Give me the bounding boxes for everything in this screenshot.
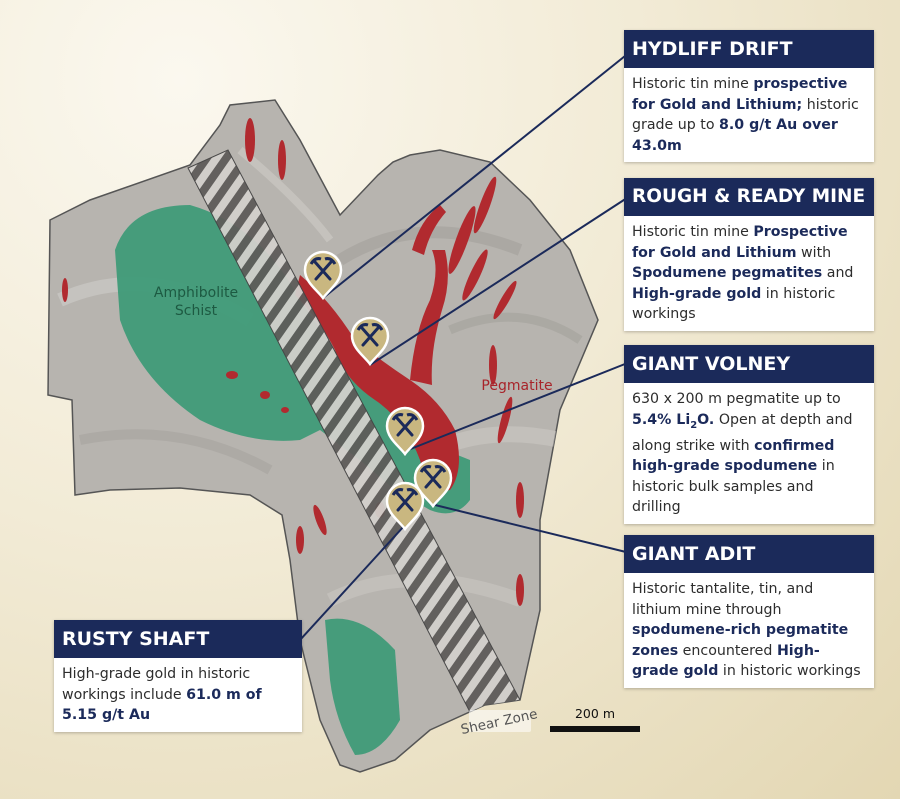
callout-body: Historic tin mine Prospective for Gold a…: [632, 224, 854, 322]
leader-lines: [299, 51, 631, 641]
callout-title: HYDLIFF DRIFT: [624, 30, 874, 68]
schist-lower-area: [325, 618, 400, 755]
amphibolite-label-line2: Schist: [175, 303, 218, 319]
callout-body: 630 x 200 m pegmatite up to 5.4% Li2O. O…: [632, 391, 853, 516]
mine-marker-icon: [385, 481, 425, 532]
callout-body: Historic tin mine prospective for Gold a…: [632, 76, 859, 154]
callout-title: GIANT VOLNEY: [624, 345, 874, 383]
callout-rough-ready-mine: ROUGH & READY MINE Historic tin mine Pro…: [624, 178, 874, 331]
callout-title: ROUGH & READY MINE: [624, 178, 874, 216]
amphibolite-label-line1: Amphibolite: [154, 285, 238, 301]
callout-body: Historic tantalite, tin, and lithium min…: [632, 581, 861, 679]
pegmatite-label: Pegmatite: [481, 378, 552, 394]
shear-zone-band: [187, 149, 521, 713]
callout-title: RUSTY SHAFT: [54, 620, 302, 658]
callout-giant-adit: GIANT ADIT Historic tantalite, tin, and …: [624, 535, 874, 688]
callout-rusty-shaft: RUSTY SHAFT High-grade gold in historic …: [54, 620, 302, 732]
callout-hydliff-drift: HYDLIFF DRIFT Historic tin mine prospect…: [624, 30, 874, 162]
scale-bar-label: 200 m: [575, 706, 615, 721]
mine-marker-icon: [303, 250, 343, 301]
mine-marker-icon: [413, 458, 453, 509]
scale-bar: 200 m: [550, 706, 640, 732]
callout-title: GIANT ADIT: [624, 535, 874, 573]
mine-marker-icon: [350, 316, 390, 367]
mine-markers: [303, 250, 453, 532]
shear-zone-label-bg: [469, 710, 531, 732]
mine-marker-icon: [385, 406, 425, 457]
terrain-shading: [57, 118, 583, 755]
callout-giant-volney: GIANT VOLNEY 630 x 200 m pegmatite up to…: [624, 345, 874, 524]
callout-body: High-grade gold in historic workings inc…: [62, 666, 262, 723]
